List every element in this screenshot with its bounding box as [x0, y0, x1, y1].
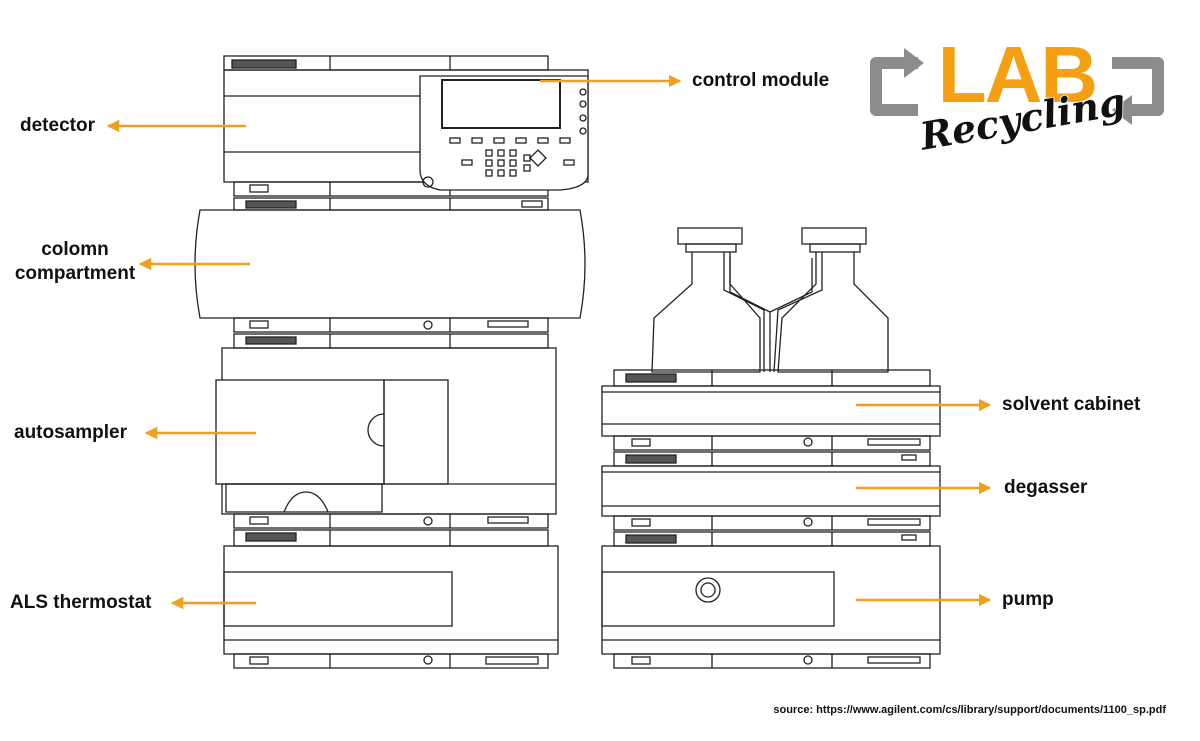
control-module [419, 75, 589, 191]
logo-lab-text: LAB [938, 30, 1096, 119]
lab-recycling-logo: LAB Recycling [870, 30, 1164, 150]
label-pump: pump [1002, 589, 1054, 610]
label-solvent-cabinet: solvent cabinet [1002, 394, 1141, 415]
solvent-cabinet-module [601, 369, 941, 451]
source-citation: source: https://www.agilent.com/cs/libra… [773, 704, 1166, 716]
column-compartment-module [194, 197, 586, 333]
label-autosampler: autosampler [14, 422, 127, 443]
pump-module [601, 531, 941, 669]
solvent-bottles [651, 227, 889, 373]
degasser-module [601, 451, 941, 531]
label-column-compartment: colomn compartment [8, 238, 142, 286]
label-degasser: degasser [1004, 477, 1088, 498]
als-thermostat-module [223, 529, 559, 669]
label-column-line1: colomn [41, 239, 109, 260]
label-detector: detector [20, 115, 95, 136]
label-als-thermostat: ALS thermostat [10, 592, 152, 613]
autosampler-module [215, 333, 557, 529]
label-column-line2: compartment [14, 263, 136, 284]
label-control-module: control module [692, 70, 830, 91]
